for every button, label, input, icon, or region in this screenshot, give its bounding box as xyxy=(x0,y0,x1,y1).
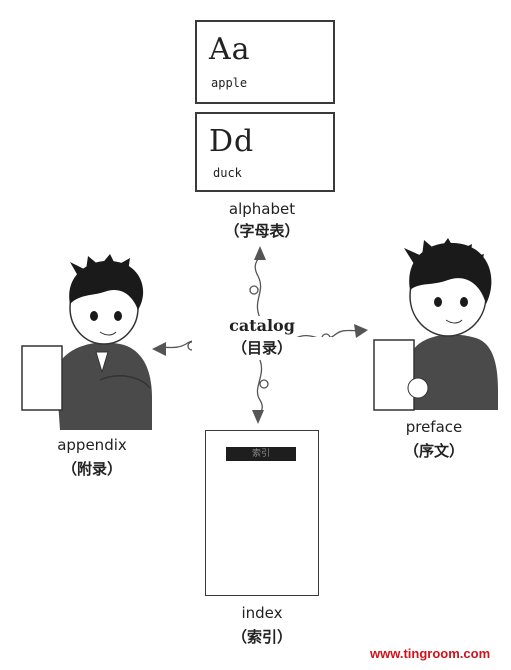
alphabet-label-cn: （字母表） xyxy=(224,222,300,240)
index-label: index xyxy=(241,604,283,622)
alphabet-card-apple: Aa apple xyxy=(195,20,335,104)
index-label-cn: （索引） xyxy=(231,628,292,646)
preface-label: preface xyxy=(405,418,463,436)
arrow-down-line xyxy=(256,359,263,419)
card-letters-aa: Aa xyxy=(209,32,251,67)
watermark-text: www.tingroom.com xyxy=(370,646,491,661)
index-card: 索引 xyxy=(205,430,319,596)
alphabet-card-duck: Dd duck xyxy=(195,112,335,192)
appendix-person-illustration xyxy=(21,254,152,430)
arrow-up-line xyxy=(254,251,262,319)
preface-person-illustration xyxy=(373,238,498,411)
index-banner: 索引 xyxy=(226,447,296,461)
arrowhead-left xyxy=(152,342,166,356)
catalog-label: catalog xyxy=(212,316,312,335)
arrowhead-right xyxy=(354,324,368,338)
appendix-label-cn: （附录） xyxy=(61,460,122,478)
arrowhead-down xyxy=(252,410,264,424)
appendix-label: appendix xyxy=(57,436,127,454)
card-letters-dd: Dd xyxy=(209,124,255,159)
index-banner-text: 索引 xyxy=(251,449,270,459)
card-word-duck: duck xyxy=(213,166,242,180)
arrowhead-up xyxy=(254,246,266,260)
arrow-down-curl xyxy=(259,379,269,389)
alphabet-label: alphabet xyxy=(228,200,296,218)
catalog-label-cn: （目录） xyxy=(192,337,332,358)
arrow-right-line xyxy=(295,329,363,340)
arrow-up-curl xyxy=(249,285,259,295)
card-word-apple: apple xyxy=(211,76,248,90)
preface-label-cn: （序文） xyxy=(403,442,464,460)
